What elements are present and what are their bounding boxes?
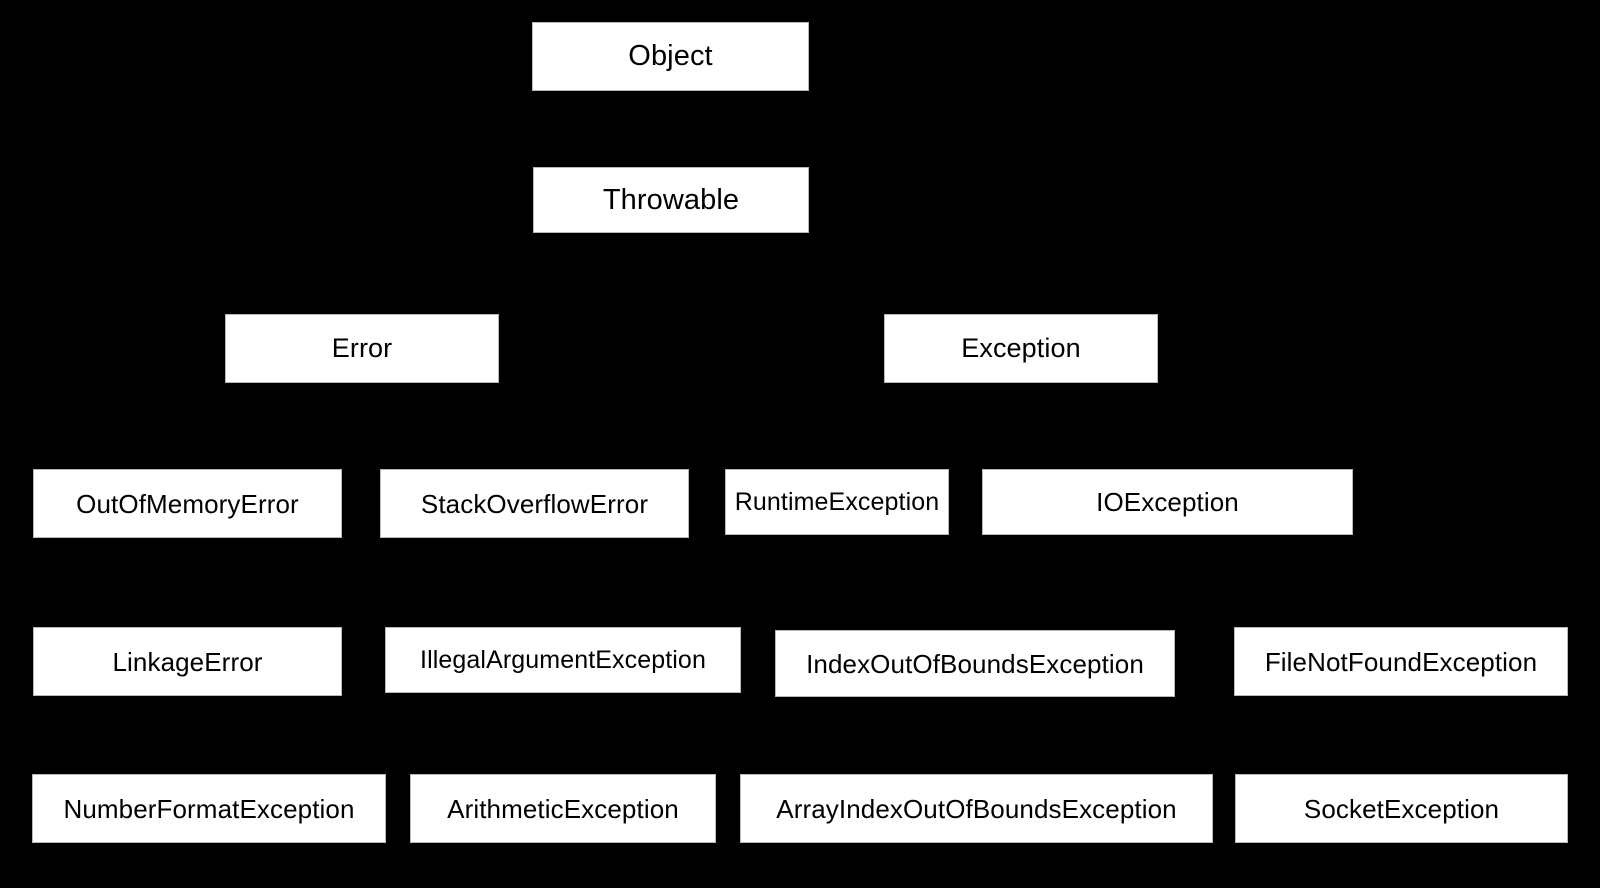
node-label: LinkageError bbox=[112, 646, 263, 677]
node-label: Exception bbox=[961, 333, 1081, 363]
node-linkage-error[interactable]: LinkageError bbox=[33, 627, 342, 696]
node-label: Error bbox=[331, 333, 393, 363]
node-label: IllegalArgumentException bbox=[420, 645, 706, 674]
node-label: Object bbox=[628, 40, 713, 72]
node-index-out-of-bounds-exception[interactable]: IndexOutOfBoundsException bbox=[775, 630, 1175, 697]
node-object[interactable]: Object bbox=[532, 22, 809, 91]
node-label: SocketException bbox=[1303, 793, 1500, 824]
node-label: OutOfMemoryError bbox=[76, 488, 299, 519]
node-label: ArithmeticException bbox=[447, 793, 679, 824]
node-io-exception[interactable]: IOException bbox=[982, 469, 1353, 535]
node-label: Throwable bbox=[602, 183, 740, 216]
node-label: ArrayIndexOutOfBoundsException bbox=[776, 793, 1177, 824]
node-socket-exception[interactable]: SocketException bbox=[1235, 774, 1568, 843]
node-illegal-argument-exception[interactable]: IllegalArgumentException bbox=[385, 627, 741, 693]
node-stack-overflow-error[interactable]: StackOverflowError bbox=[380, 469, 689, 538]
node-arithmetic-exception[interactable]: ArithmeticException bbox=[410, 774, 716, 843]
node-exception[interactable]: Exception bbox=[884, 314, 1158, 383]
node-label: NumberFormatException bbox=[63, 793, 355, 824]
node-label: StackOverflowError bbox=[420, 488, 649, 519]
node-array-index-out-of-bounds-exception[interactable]: ArrayIndexOutOfBoundsException bbox=[740, 774, 1213, 843]
node-file-not-found-exception[interactable]: FileNotFoundException bbox=[1234, 627, 1568, 696]
node-error[interactable]: Error bbox=[225, 314, 499, 383]
node-out-of-memory-error[interactable]: OutOfMemoryError bbox=[33, 469, 342, 538]
node-label: IndexOutOfBoundsException bbox=[806, 648, 1144, 679]
node-label: IOException bbox=[1096, 487, 1239, 517]
node-label: RuntimeException bbox=[734, 487, 940, 516]
node-throwable[interactable]: Throwable bbox=[533, 167, 809, 233]
node-number-format-exception[interactable]: NumberFormatException bbox=[32, 774, 386, 843]
node-label: FileNotFoundException bbox=[1264, 646, 1538, 677]
node-runtime-exception[interactable]: RuntimeException bbox=[725, 469, 949, 535]
